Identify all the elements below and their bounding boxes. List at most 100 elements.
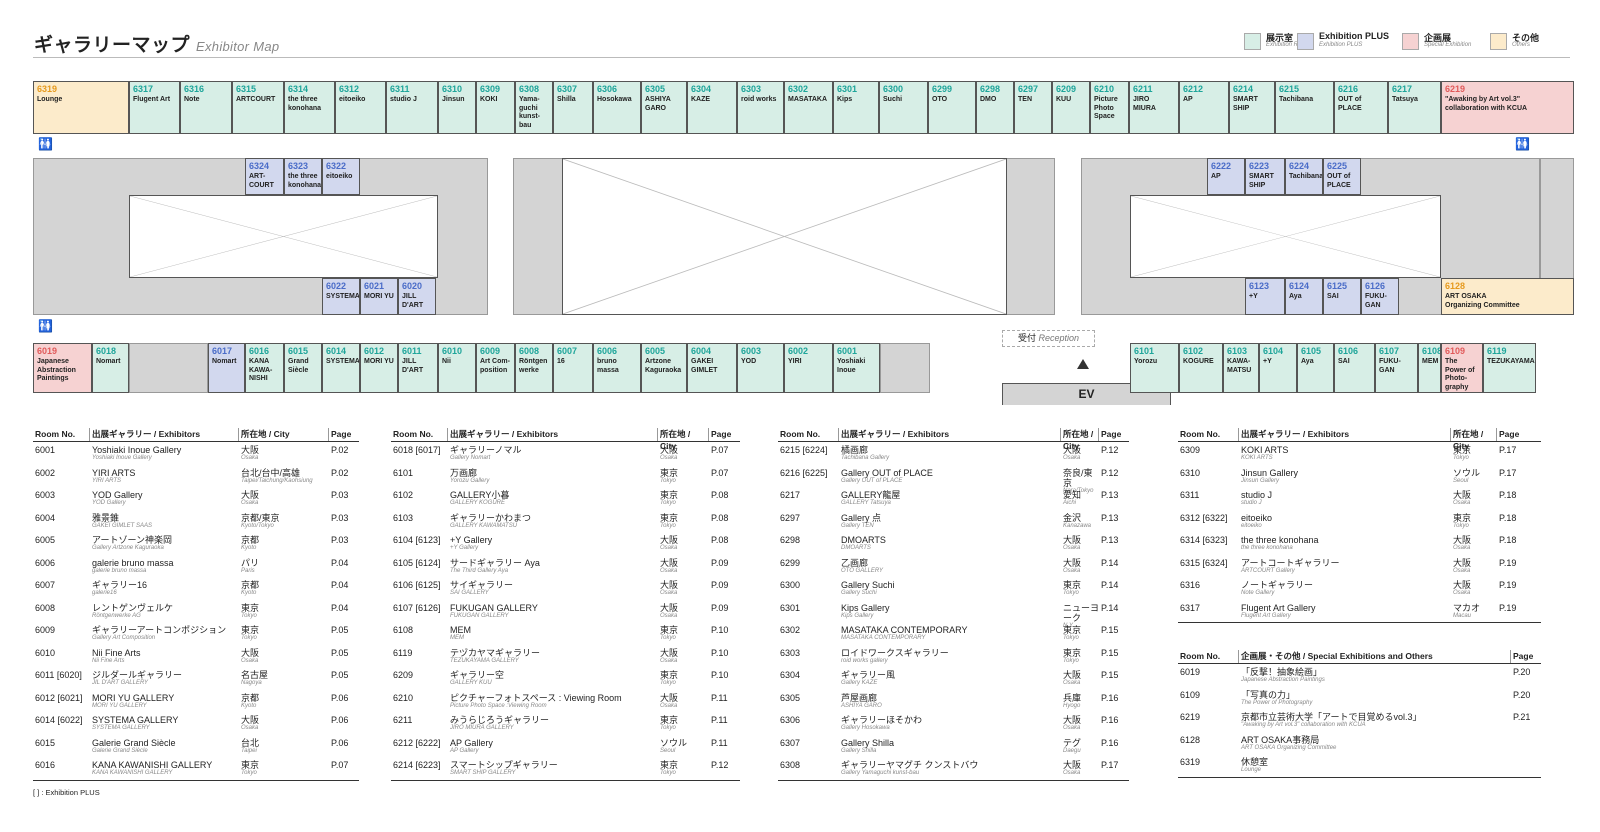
table-row[interactable]: 6019「反撃！抽象絵画」Japanese Abstraction Painti… (1178, 664, 1541, 687)
booth-6123[interactable]: 6123+Y (1245, 278, 1285, 315)
